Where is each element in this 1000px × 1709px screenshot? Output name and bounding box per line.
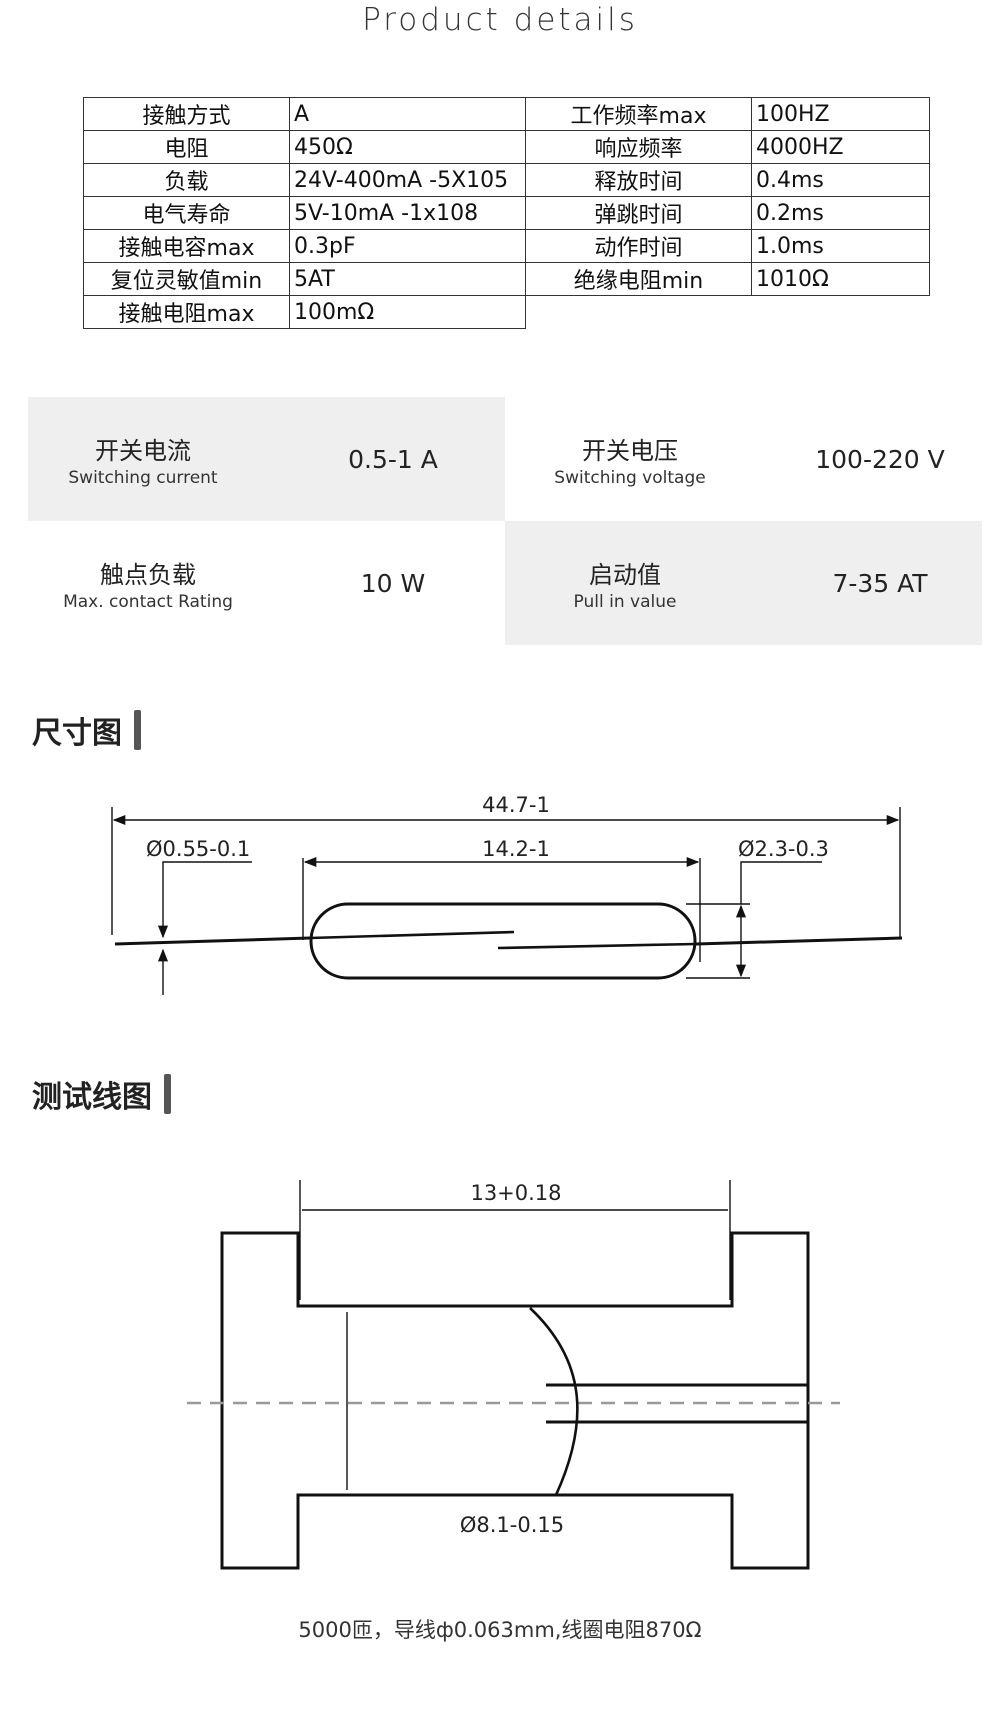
pull-in-value: 7-35 AT <box>832 568 928 598</box>
spec-label: 动作时间 <box>525 229 752 263</box>
spec-label: 绝缘电阻min <box>525 262 752 296</box>
bobbin-outline <box>220 1231 810 1570</box>
spec-value: 5AT <box>289 262 526 296</box>
spec-label: 弹跳时间 <box>525 196 752 230</box>
spec-label: 释放时间 <box>525 163 752 197</box>
contact-rating-cn: 触点负载 <box>100 560 196 589</box>
pull-in-cell: 启动值 Pull in value 7-35 AT <box>505 521 982 645</box>
switching-voltage-cn: 开关电压 <box>582 436 678 465</box>
pull-in-en: Pull in value <box>573 591 677 612</box>
left-reed <box>309 930 515 940</box>
spec-value: 5V-10mA -1x108 <box>289 196 526 230</box>
coil-spec-note: 5000匝，导线ф0.063mm,线圈电阻870Ω <box>298 1618 702 1642</box>
inner-width-label: 13+0.18 <box>470 1181 561 1205</box>
right-lead <box>695 936 903 946</box>
spec-value: 100HZ <box>751 97 930 131</box>
switching-current-value: 0.5-1 A <box>348 444 438 474</box>
dimension-section-title: 尺寸图 <box>32 708 141 752</box>
test-coil-title-text: 测试线图 <box>32 1080 152 1115</box>
switching-voltage-value: 100-220 V <box>815 444 945 474</box>
spec-value: 0.3pF <box>289 229 526 263</box>
glass-envelope <box>309 902 697 980</box>
spec-value: 0.4ms <box>751 163 930 197</box>
switching-voltage-en: Switching voltage <box>554 467 706 488</box>
contact-rating-cell: 触点负载 Max. contact Rating 10 W <box>28 521 505 645</box>
switching-current-en: Switching current <box>68 467 218 488</box>
spec-label: 负载 <box>83 163 290 197</box>
spec-value: 24V-400mA -5X105 <box>289 163 526 197</box>
contact-rating-en: Max. contact Rating <box>63 591 233 612</box>
spec-label: 接触电容max <box>83 229 290 263</box>
glass-diameter-leader <box>740 861 822 904</box>
spec-value: 100mΩ <box>289 295 526 329</box>
spec-value: 0.2ms <box>751 196 930 230</box>
dimension-drawing: 44.7-1 Ø0.55-0.1 14.2-1 Ø2.3-0.3 <box>111 793 903 995</box>
spec-value: A <box>289 97 526 131</box>
pull-in-cn: 启动值 <box>589 560 661 589</box>
spec-label: 电气寿命 <box>83 196 290 230</box>
spec-label: 接触电阻max <box>83 295 290 329</box>
spec-empty-cell <box>526 296 752 329</box>
spec-value: 1010Ω <box>751 262 930 296</box>
lead-diameter-leader <box>157 861 252 939</box>
page-title: Product details <box>362 2 638 38</box>
switching-current-label: 开关电流 Switching current <box>28 397 258 521</box>
section-bar-icon <box>164 1074 171 1114</box>
lead-diameter-label: Ø0.55-0.1 <box>146 837 250 861</box>
dimension-title-text: 尺寸图 <box>32 716 122 751</box>
spec-label: 复位灵敏值min <box>83 262 290 296</box>
contact-rating-value: 10 W <box>360 568 426 598</box>
spec-value: 450Ω <box>289 130 526 164</box>
spec-value: 1.0ms <box>751 229 930 263</box>
switching-voltage-label: 开关电压 Switching voltage <box>505 397 755 521</box>
switching-current-cell: 开关电流 Switching current 0.5-1 A <box>28 397 505 521</box>
spec-label: 响应频率 <box>525 130 752 164</box>
glass-length-label: 14.2-1 <box>482 837 550 861</box>
spec-empty-cell <box>752 296 930 329</box>
right-reed <box>497 942 697 950</box>
total-length-label: 44.7-1 <box>482 793 550 817</box>
coil-diameter-label: Ø8.1-0.15 <box>460 1513 564 1537</box>
test-coil-drawing: 13+0.18 Ø8.1-0.15 <box>187 1180 840 1570</box>
glass-diameter-label: Ø2.3-0.3 <box>738 837 829 861</box>
switching-voltage-cell: 开关电压 Switching voltage 100-220 V <box>505 397 982 521</box>
left-lead <box>114 936 311 946</box>
spec-label: 接触方式 <box>83 97 290 131</box>
spec-label: 工作频率max <box>525 97 752 131</box>
switching-current-cn: 开关电流 <box>95 436 191 465</box>
coil-curve <box>529 1307 579 1496</box>
spec-label: 电阻 <box>83 130 290 164</box>
contact-rating-label: 触点负载 Max. contact Rating <box>28 521 268 645</box>
section-bar-icon <box>134 710 141 750</box>
test-coil-section-title: 测试线图 <box>32 1072 171 1116</box>
pull-in-label: 启动值 Pull in value <box>505 521 745 645</box>
spec-value: 4000HZ <box>751 130 930 164</box>
